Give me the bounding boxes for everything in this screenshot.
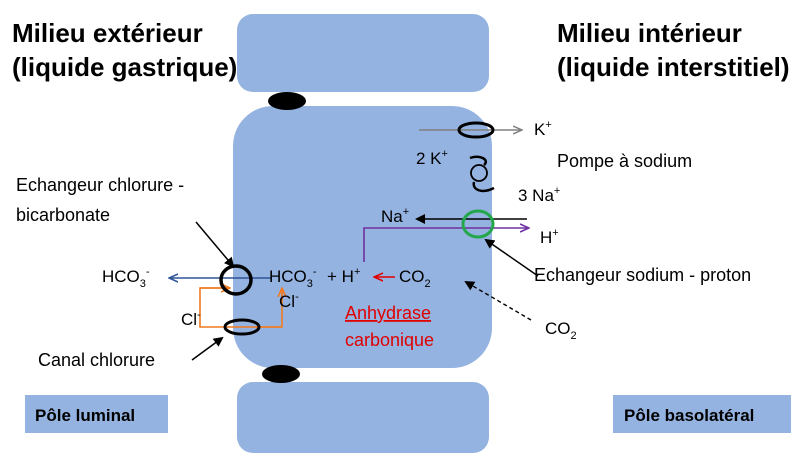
main-cell — [233, 106, 492, 368]
cl-inside: Cl- — [279, 291, 299, 311]
co2-inside: CO2 — [399, 267, 431, 290]
pole-luminal-box — [25, 395, 168, 433]
label-pompe-sodium: Pompe à sodium — [557, 151, 692, 171]
exchanger-na-h — [461, 209, 495, 239]
pole-basolateral-box — [613, 395, 791, 433]
top-cell — [237, 14, 489, 92]
plus-h: + H+ — [327, 266, 360, 286]
label-echangeur-cl-line2: bicarbonate — [16, 205, 110, 225]
na-inside: Na+ — [381, 206, 409, 226]
bottom-cell — [237, 382, 489, 453]
header-left-line2: (liquide gastrique) — [12, 52, 237, 82]
proton-path — [363, 228, 528, 262]
cl-outside: Cl- — [181, 309, 201, 329]
label-anhydrase-line1: Anhydrase — [345, 303, 431, 323]
header-left-line1: Milieu extérieur — [12, 18, 203, 48]
na-outside: 3 Na+ — [518, 185, 560, 205]
label-canal-chlorure: Canal chlorure — [38, 350, 155, 370]
k-inside: 2 K+ — [416, 148, 448, 168]
pump-curl-top — [469, 155, 487, 166]
exchanger-cl-hco3 — [219, 264, 253, 296]
hco3-inside: HCO3- — [269, 266, 317, 290]
pump-rotor — [470, 164, 488, 182]
co2-diffusion-arrow — [464, 280, 532, 321]
sodium-pump-channel — [457, 121, 495, 139]
pole-basolateral-label: Pôle basolatéral — [624, 406, 754, 425]
pump-curl-bottom — [472, 181, 495, 193]
label-anhydrase-line2: carbonique — [345, 330, 434, 350]
pointer-echangeur-na — [484, 238, 539, 277]
pole-luminal-label: Pôle luminal — [35, 406, 135, 425]
tight-junction-bottom — [262, 365, 300, 383]
label-echangeur-cl-line1: Echangeur chlorure - — [16, 175, 184, 195]
h-outside: H+ — [540, 227, 559, 247]
pointer-echangeur-cl — [195, 221, 235, 268]
chloride-channel — [223, 318, 261, 336]
header-right-line1: Milieu intérieur — [557, 18, 742, 48]
label-echangeur-na: Echangeur sodium - proton — [534, 265, 751, 285]
tight-junction-top — [268, 92, 306, 110]
co2-outside: CO2 — [545, 319, 577, 342]
hco3-outside: HCO3- — [102, 266, 150, 290]
pointer-canal-chlorure — [191, 336, 224, 361]
header-right-line2: (liquide interstitiel) — [557, 52, 790, 82]
k-outside: K+ — [534, 119, 552, 139]
